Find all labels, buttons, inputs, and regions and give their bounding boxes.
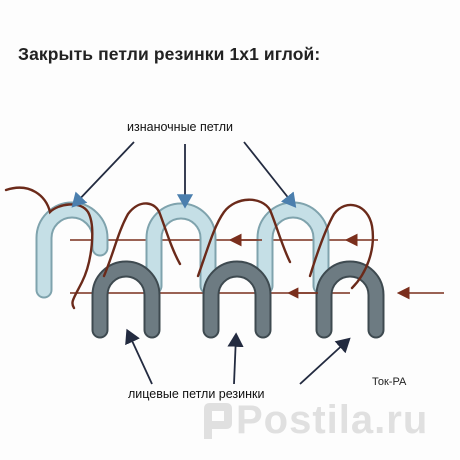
diagram-title: Закрыть петли резинки 1х1 иглой: [18, 44, 321, 64]
purl-loop-3 [256, 201, 330, 295]
purl-loops-label: изнаночные петли [127, 120, 234, 134]
purl-pointer-arrow-left [71, 141, 135, 208]
knit-pointer-arrow-right [299, 337, 351, 385]
knit-pointer-arrow-middle [227, 332, 244, 385]
knit-loop-2 [202, 260, 272, 339]
knit-loops-label: лицевые петли резинки [128, 387, 265, 401]
purl-pointer-arrow-right [243, 141, 297, 208]
knit-loop-3 [315, 260, 385, 339]
postila-logo-icon [204, 403, 232, 439]
purl-loop-2 [145, 202, 217, 295]
working-yarn [4, 186, 375, 310]
watermark-text: Postila.ru [236, 398, 429, 442]
knit-loop-1 [91, 260, 161, 339]
purl-loop-1 [35, 201, 109, 299]
knit-pointer-arrow-left [125, 328, 153, 385]
author-signature: Ток-РА [372, 376, 407, 388]
